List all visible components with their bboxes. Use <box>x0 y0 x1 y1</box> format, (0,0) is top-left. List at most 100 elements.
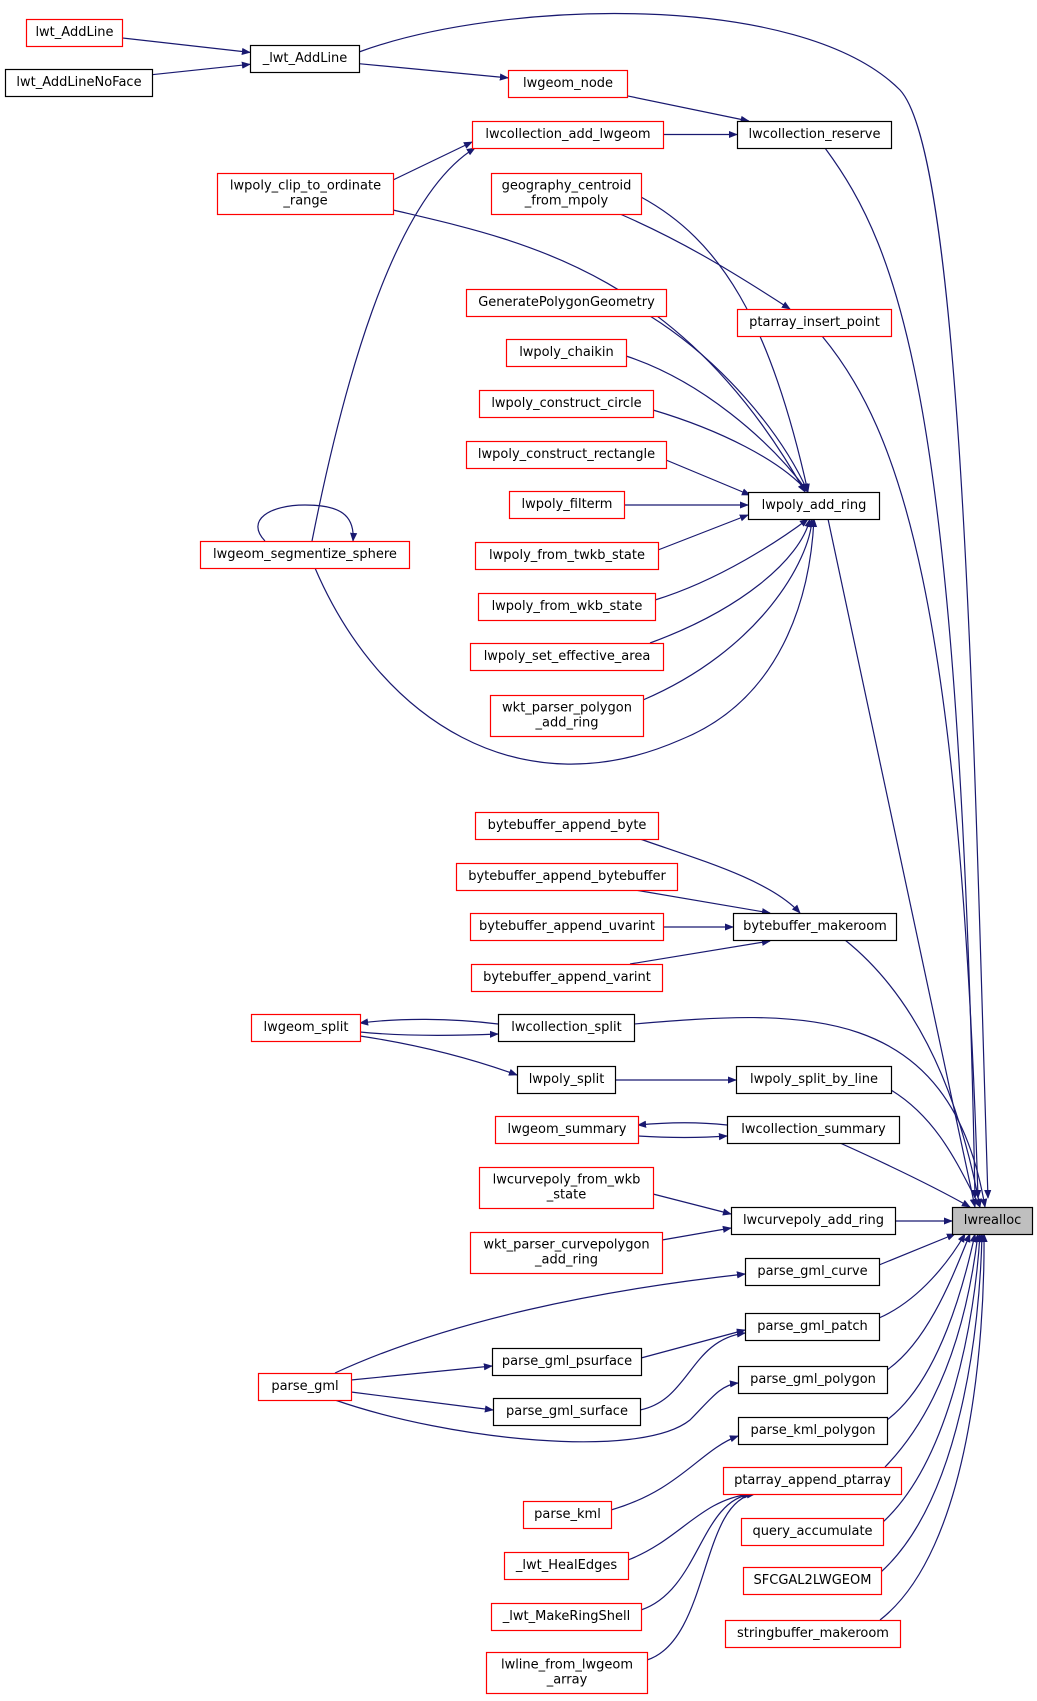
edge-generatepolygongeometry-to-lwpoly_add_ring <box>649 315 809 493</box>
node-label: _state <box>546 1188 586 1203</box>
node-lwcurvepoly_add_ring[interactable]: lwcurvepoly_add_ring <box>730 1206 897 1236</box>
node-box <box>736 120 893 150</box>
node-lwpoly_from_wkb_state[interactable]: lwpoly_from_wkb_state <box>477 592 657 622</box>
node-lwgeom_summary[interactable]: lwgeom_summary <box>494 1115 640 1145</box>
node-box <box>491 1347 643 1377</box>
node-wkt_parser_polygon_add_ring[interactable]: wkt_parser_polygon_add_ring <box>489 694 645 738</box>
node-label: lwgeom_segmentize_sphere <box>213 547 397 562</box>
node-parse_gml_surface[interactable]: parse_gml_surface <box>492 1397 642 1427</box>
node-parse_gml[interactable]: parse_gml <box>257 1372 353 1402</box>
node-bytebuffer_append_varint[interactable]: bytebuffer_append_varint <box>470 963 664 993</box>
node-label: geography_centroid <box>502 179 632 194</box>
node-box <box>744 1312 881 1342</box>
edge-lwpoly_chaikin-to-lwpoly_add_ring <box>625 355 809 493</box>
node-_lwt_addline[interactable]: _lwt_AddLine <box>249 44 361 74</box>
edge-lwgeom_split-to-lwcollection_split <box>359 1030 499 1038</box>
node-ptarray_insert_point[interactable]: ptarray_insert_point <box>736 308 893 338</box>
node-label: lwpoly_from_twkb_state <box>489 548 645 563</box>
node-box <box>490 172 643 216</box>
node-box <box>505 338 628 368</box>
node-query_accumulate[interactable]: query_accumulate <box>740 1517 885 1547</box>
node-box <box>722 1466 903 1496</box>
node-label: SFCGAL2LWGEOM <box>754 1573 872 1588</box>
node-label: parse_gml_curve <box>757 1264 867 1279</box>
node-label: lwt_AddLineNoFace <box>16 75 141 90</box>
edge-lwpoly_clip_to_ordinate_range-to-lwpoly_add_ring <box>392 209 806 493</box>
node-bytebuffer_append_uvarint[interactable]: bytebuffer_append_uvarint <box>469 912 665 942</box>
node-parse_gml_patch[interactable]: parse_gml_patch <box>744 1312 881 1342</box>
edge-parse_gml_polygon-to-lwrealloc <box>886 1233 971 1371</box>
node-lwrealloc[interactable]: lwrealloc <box>951 1206 1034 1236</box>
node-lwgeom_split[interactable]: lwgeom_split <box>250 1013 362 1043</box>
node-box <box>257 1372 353 1402</box>
node-box <box>465 288 668 318</box>
node-box <box>216 172 395 216</box>
node-label: lwgeom_split <box>264 1020 349 1035</box>
node-bytebuffer_append_bytebuffer[interactable]: bytebuffer_append_bytebuffer <box>455 862 679 892</box>
node-label: lwpoly_split <box>529 1072 605 1087</box>
node-label: _lwt_HealEdges <box>515 1558 617 1573</box>
edge-lwgeom_split-to-lwpoly_split <box>359 1035 518 1076</box>
node-lwline_from_lwgeom_array[interactable]: lwline_from_lwgeom_array <box>485 1651 649 1695</box>
edge-lwgeom_segmentize_sphere-to-lwcollection_add_lwgeom <box>311 147 476 542</box>
node-label: stringbuffer_makeroom <box>737 1626 889 1641</box>
node-parse_kml_polygon[interactable]: parse_kml_polygon <box>737 1416 889 1446</box>
node-generatepolygongeometry[interactable]: GeneratePolygonGeometry <box>465 288 668 318</box>
node-lwpoly_add_ring[interactable]: lwpoly_add_ring <box>747 491 881 521</box>
node-wkt_parser_curvepolygon_add_ring[interactable]: wkt_parser_curvepolygon_add_ring <box>469 1231 664 1275</box>
node-lwcollection_reserve[interactable]: lwcollection_reserve <box>736 120 893 150</box>
node-box <box>730 1206 897 1236</box>
node-_lwt_makeringshell[interactable]: _lwt_MakeRingShell <box>490 1602 643 1632</box>
node-lwgeom_segmentize_sphere[interactable]: lwgeom_segmentize_sphere <box>199 540 411 570</box>
node-ptarray_append_ptarray[interactable]: ptarray_append_ptarray <box>722 1466 903 1496</box>
node-label: parse_gml <box>271 1379 338 1394</box>
node-parse_kml[interactable]: parse_kml <box>522 1500 613 1530</box>
node-lwcurvepoly_from_wkb_state[interactable]: lwcurvepoly_from_wkb_state <box>478 1166 655 1210</box>
node-lwt_addline[interactable]: lwt_AddLine <box>25 18 124 48</box>
node-label: parse_gml_psurface <box>502 1354 632 1369</box>
node-sfcgal2lwgeom[interactable]: SFCGAL2LWGEOM <box>742 1566 883 1596</box>
node-box <box>471 120 665 150</box>
node-lwcollection_split[interactable]: lwcollection_split <box>497 1013 636 1043</box>
node-lwpoly_chaikin[interactable]: lwpoly_chaikin <box>505 338 628 368</box>
node-bytebuffer_makeroom[interactable]: bytebuffer_makeroom <box>732 912 898 942</box>
node-label: lwpoly_construct_circle <box>491 396 641 411</box>
node-box <box>735 1065 893 1095</box>
node-lwpoly_construct_rectangle[interactable]: lwpoly_construct_rectangle <box>465 440 668 470</box>
node-lwt_addlinenoface[interactable]: lwt_AddLineNoFace <box>4 68 154 98</box>
node-label: lwline_from_lwgeom <box>501 1658 633 1673</box>
nodes-layer: lwt_AddLine lwt_AddLineNoFace _lwt_AddLine… <box>4 18 1034 1695</box>
node-_lwt_healedges[interactable]: _lwt_HealEdges <box>503 1551 630 1581</box>
node-lwpoly_construct_circle[interactable]: lwpoly_construct_circle <box>478 389 655 419</box>
node-parse_gml_curve[interactable]: parse_gml_curve <box>744 1257 881 1287</box>
edge-bytebuffer_makeroom-to-lwrealloc <box>844 939 983 1208</box>
node-box <box>474 811 660 841</box>
node-label: GeneratePolygonGeometry <box>478 295 655 310</box>
node-lwpoly_split[interactable]: lwpoly_split <box>516 1065 617 1095</box>
node-stringbuffer_makeroom[interactable]: stringbuffer_makeroom <box>724 1619 902 1649</box>
node-parse_gml_psurface[interactable]: parse_gml_psurface <box>491 1347 643 1377</box>
node-bytebuffer_append_byte[interactable]: bytebuffer_append_byte <box>474 811 660 841</box>
edge-parse_kml-to-parse_kml_polygon <box>610 1435 739 1511</box>
node-lwpoly_filterm[interactable]: lwpoly_filterm <box>508 490 626 520</box>
node-label: lwpoly_add_ring <box>762 498 867 513</box>
node-lwgeom_node[interactable]: lwgeom_node <box>507 69 629 99</box>
node-lwpoly_split_by_line[interactable]: lwpoly_split_by_line <box>735 1065 893 1095</box>
node-lwpoly_from_twkb_state[interactable]: lwpoly_from_twkb_state <box>474 541 660 571</box>
node-label: bytebuffer_makeroom <box>743 919 887 934</box>
node-geography_centroid_from_mpoly[interactable]: geography_centroid_from_mpoly <box>490 172 643 216</box>
node-lwcollection_summary[interactable]: lwcollection_summary <box>726 1115 901 1145</box>
node-box <box>489 694 645 738</box>
node-label: lwpoly_from_wkb_state <box>492 599 643 614</box>
edge-lwcollection_reserve-to-lwrealloc <box>824 147 979 1199</box>
node-box <box>465 440 668 470</box>
node-label: lwcurvepoly_from_wkb <box>493 1173 641 1188</box>
node-box <box>474 541 660 571</box>
edge-lwpoly_from_twkb_state-to-lwpoly_add_ring <box>657 514 749 551</box>
node-box <box>742 1566 883 1596</box>
node-lwpoly_clip_to_ordinate_range[interactable]: lwpoly_clip_to_ordinate_range <box>216 172 395 216</box>
node-lwcollection_add_lwgeom[interactable]: lwcollection_add_lwgeom <box>471 120 665 150</box>
node-parse_gml_polygon[interactable]: parse_gml_polygon <box>737 1365 889 1395</box>
node-lwpoly_set_effective_area[interactable]: lwpoly_set_effective_area <box>469 642 665 672</box>
